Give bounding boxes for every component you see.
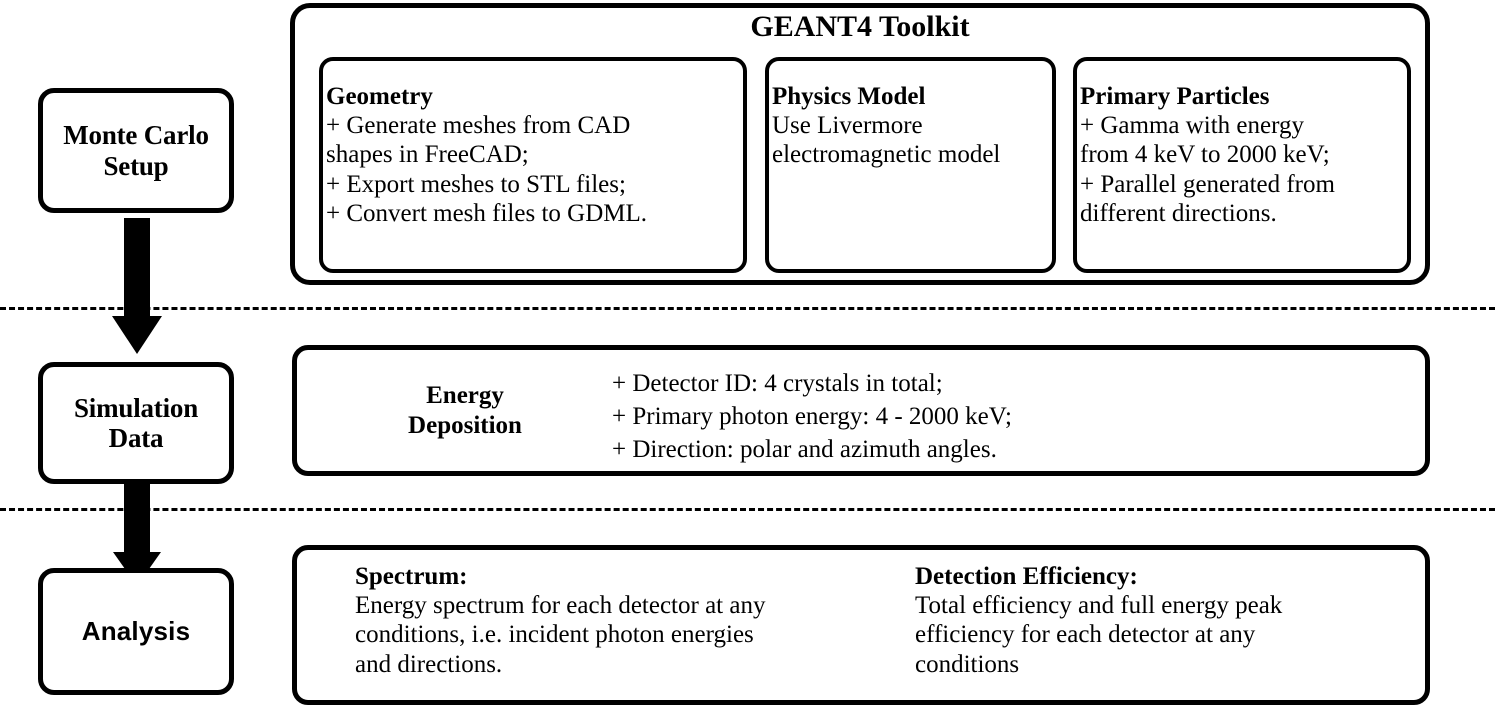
stage-label-analysis: Analysis bbox=[81, 615, 191, 646]
geometry-line-3: + Export meshes to STL files; bbox=[326, 170, 626, 198]
arrow-setup-to-simulation bbox=[97, 218, 177, 354]
geometry-line-2: shapes in FreeCAD; bbox=[326, 141, 529, 169]
analysis-container[interactable] bbox=[292, 545, 1430, 705]
energy-deposition-items: + Detector ID: 4 crystals in total; + Pr… bbox=[612, 367, 1412, 466]
primary-particles-line-2: from 4 keV to 2000 keV; bbox=[1080, 141, 1330, 169]
toolkit-box-physics-model-content: Physics Model Use Livermore electromagne… bbox=[772, 82, 1054, 170]
physics-model-line-1: Use Livermore bbox=[772, 112, 923, 139]
energy-deposition-label: Energy Deposition bbox=[330, 381, 600, 441]
toolkit-box-geometry-content: Geometry + Generate meshes from CAD shap… bbox=[326, 82, 744, 228]
spectrum-title: Spectrum: bbox=[355, 563, 468, 590]
analysis-column-detection-efficiency: Detection Efficiency: Total efficiency a… bbox=[915, 562, 1405, 679]
toolkit-box-geometry[interactable] bbox=[319, 57, 747, 273]
stage-box-monte-carlo-setup[interactable]: Monte Carlo Setup bbox=[38, 88, 234, 213]
stage-label-line2: Setup bbox=[103, 150, 169, 181]
geometry-line-4: + Convert mesh files to GDML. bbox=[326, 199, 648, 227]
geometry-title: Geometry bbox=[326, 83, 433, 110]
stage-label-line2: Data bbox=[108, 423, 164, 453]
detection-efficiency-line-3: conditions bbox=[915, 650, 1020, 678]
detection-efficiency-line-1: Total efficiency and full energy peak bbox=[915, 592, 1283, 619]
energy-deposition-label-line2: Deposition bbox=[408, 412, 522, 439]
stage-box-simulation-data[interactable]: Simulation Data bbox=[38, 362, 234, 484]
geometry-line-1: + Generate meshes from CAD bbox=[326, 112, 631, 139]
primary-particles-line-4: different directions. bbox=[1080, 199, 1277, 227]
stage-label-simulation-data: Simulation Data bbox=[74, 393, 198, 453]
geant4-toolkit-title: GEANT4 Toolkit bbox=[750, 10, 970, 43]
detection-efficiency-title: Detection Efficiency: bbox=[915, 563, 1138, 590]
energy-deposition-item-2: + Primary photon energy: 4 - 2000 keV; bbox=[612, 403, 1012, 430]
physics-model-line-2: electromagnetic model bbox=[772, 141, 1001, 169]
analysis-column-spectrum: Spectrum: Energy spectrum for each detec… bbox=[355, 562, 835, 679]
energy-deposition-item-3: + Direction: polar and azimuth angles. bbox=[612, 436, 997, 463]
stage-label-monte-carlo-setup: Monte Carlo Setup bbox=[63, 120, 209, 180]
primary-particles-line-3: + Parallel generated from bbox=[1080, 170, 1335, 198]
detection-efficiency-line-2: efficiency for each detector at any bbox=[915, 621, 1256, 649]
stage-label-line1: Simulation bbox=[73, 392, 199, 423]
toolkit-box-physics-model[interactable] bbox=[765, 57, 1056, 273]
primary-particles-line-1: + Gamma with energy bbox=[1080, 112, 1304, 139]
spectrum-line-2: conditions, i.e. incident photon energie… bbox=[355, 621, 754, 649]
simulation-data-container[interactable] bbox=[292, 345, 1430, 476]
spectrum-line-3: and directions. bbox=[355, 650, 503, 678]
stage-box-analysis[interactable]: Analysis bbox=[38, 568, 234, 695]
energy-deposition-item-1: + Detector ID: 4 crystals in total; bbox=[612, 370, 943, 397]
section-divider-1 bbox=[0, 307, 1495, 310]
physics-model-title: Physics Model bbox=[772, 83, 926, 110]
stage-label-line1: Analysis bbox=[81, 615, 191, 646]
stage-label-line1: Monte Carlo bbox=[63, 120, 209, 151]
energy-deposition-label-line1: Energy bbox=[426, 382, 504, 409]
primary-particles-title: Primary Particles bbox=[1080, 83, 1270, 110]
spectrum-line-1: Energy spectrum for each detector at any bbox=[355, 592, 766, 619]
toolkit-box-primary-particles-content: Primary Particles + Gamma with energy fr… bbox=[1080, 82, 1410, 228]
section-divider-2 bbox=[0, 508, 1495, 511]
toolkit-box-primary-particles[interactable] bbox=[1073, 57, 1411, 273]
